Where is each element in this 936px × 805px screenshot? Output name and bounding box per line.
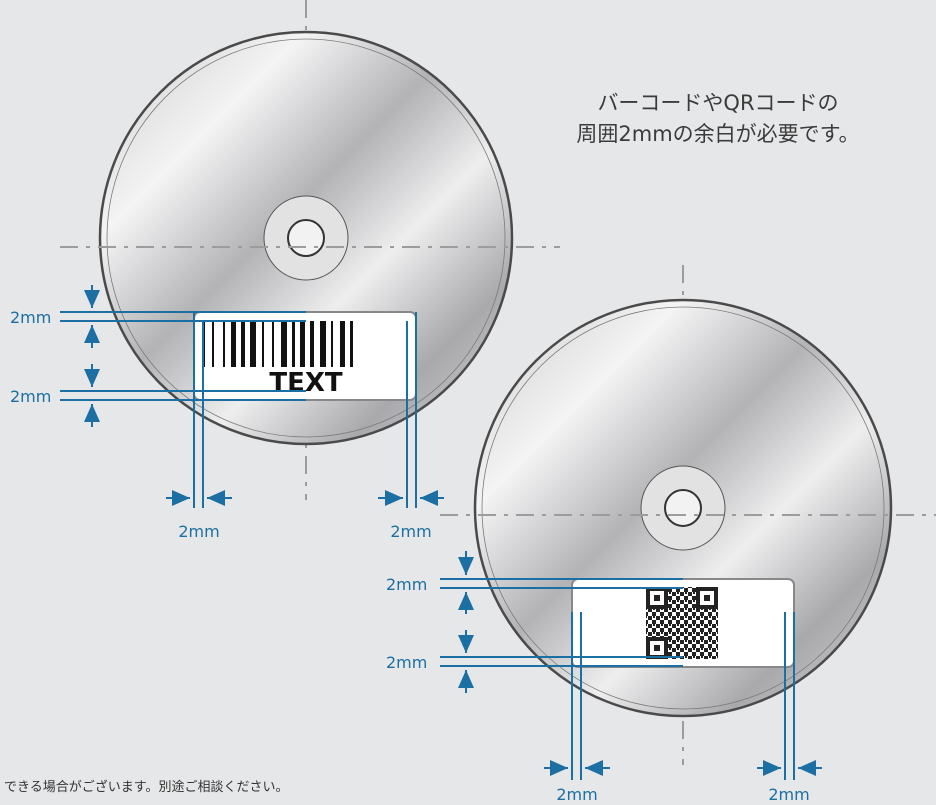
disc-hole: [664, 489, 702, 527]
barcode-bar: [331, 321, 333, 367]
disc-outer-ring: [106, 38, 506, 438]
barcode-margin-top-label: 2mm: [10, 308, 51, 327]
barcode-horizontal-guides: [60, 311, 306, 401]
disc-outer-ring: [481, 306, 885, 710]
qr-vertical-guides: [571, 612, 795, 780]
barcode-bar: [272, 321, 274, 367]
barcode-bar: [340, 321, 345, 367]
barcode-margin-left-label: 2mm: [178, 522, 219, 541]
qr-margin-top-label: 2mm: [386, 575, 427, 594]
barcode-margin-bottom-label: 2mm: [10, 387, 51, 406]
barcode-bar: [262, 321, 264, 367]
barcode-bar: [281, 321, 287, 367]
qr-margin-bottom-label: 2mm: [386, 653, 427, 672]
barcode-bar: [223, 321, 225, 367]
disc-hole: [287, 219, 325, 257]
barcode-vertical-guides: [193, 312, 417, 508]
barcode-bar: [310, 321, 314, 367]
barcode-arrows: [84, 285, 444, 506]
barcode-bar: [292, 321, 295, 367]
barcode-label-text: TEXT: [269, 368, 343, 398]
barcode-bars: [203, 321, 353, 367]
barcode-bar: [350, 321, 353, 367]
barcode-bar: [300, 321, 305, 367]
qr-horizontal-guides: [440, 578, 683, 667]
barcode-margin-right-label: 2mm: [390, 522, 431, 541]
barcode-bar: [231, 321, 236, 367]
requirement-caption: バーコードやQRコードの 周囲2mmの余白が必要です。: [500, 88, 936, 150]
qr-margin-right-label: 2mm: [768, 785, 809, 804]
caption-line-2: 周囲2mmの余白が必要です。: [576, 122, 860, 146]
barcode-disc: TEXT 2mm 2mm 2mm: [10, 0, 560, 541]
barcode-bar: [320, 321, 326, 367]
qr-code: [646, 587, 718, 659]
barcode-bar: [241, 321, 245, 367]
qr-margin-left-label: 2mm: [556, 785, 597, 804]
footnote: できる場合がございます。別途ご相談ください。: [4, 780, 289, 795]
qr-disc: 2mm 2mm 2mm 2mm: [386, 265, 936, 804]
qr-arrows: [458, 551, 822, 776]
caption-line-1: バーコードやQRコードの: [597, 91, 839, 115]
barcode-bar: [212, 321, 214, 367]
barcode-bar: [250, 321, 256, 367]
